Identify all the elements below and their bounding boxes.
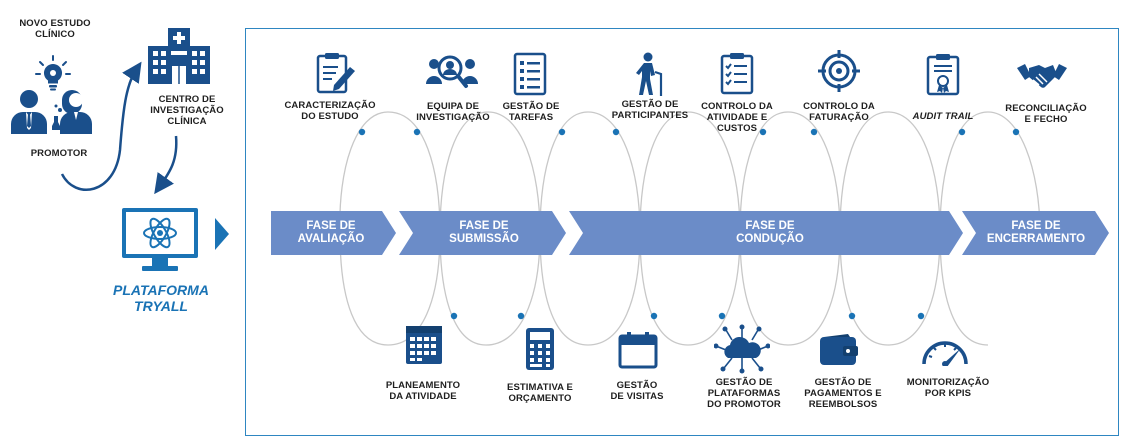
businessman-icon xyxy=(11,90,47,134)
item-audit-trail: AUDIT TRAIL xyxy=(912,111,974,122)
gauge-icon xyxy=(922,341,968,366)
checklist-icon xyxy=(513,52,547,96)
cloud-network-icon xyxy=(714,324,770,374)
flow-arrows xyxy=(60,61,178,195)
target-icon xyxy=(818,50,860,92)
promoter-label: PROMOTOR xyxy=(30,148,88,159)
elderly-person-icon xyxy=(636,52,663,96)
team-search-icon xyxy=(426,55,478,88)
hospital-building-icon xyxy=(148,28,210,84)
handshake-icon xyxy=(1017,64,1067,88)
calculator-icon xyxy=(526,328,554,370)
certificate-icon xyxy=(926,54,960,96)
lightbulb-icon xyxy=(35,55,71,91)
clipboard-edit-icon xyxy=(316,53,355,94)
phase-arrow-4 xyxy=(962,211,1109,255)
calendar-grid-icon xyxy=(406,326,442,364)
wallet-icon xyxy=(820,334,858,365)
phase-arrow-3 xyxy=(569,211,963,255)
research-center-label: CENTRO DE INVESTIGAÇÃO CLÍNICA xyxy=(150,94,224,127)
new-study-label: NOVO ESTUDO CLÍNICO xyxy=(19,18,91,40)
pointer-arrow xyxy=(215,218,229,250)
phase-arrow-2 xyxy=(399,211,566,255)
process-frame xyxy=(245,28,1119,436)
calendar-icon xyxy=(618,332,658,369)
monitor-atom-icon xyxy=(122,208,198,271)
platform-title: PLATAFORMA TRYALL xyxy=(113,282,209,314)
scientist-icon xyxy=(52,90,92,134)
clipboard-check-icon xyxy=(720,53,754,95)
phase-arrow-1 xyxy=(271,211,396,255)
